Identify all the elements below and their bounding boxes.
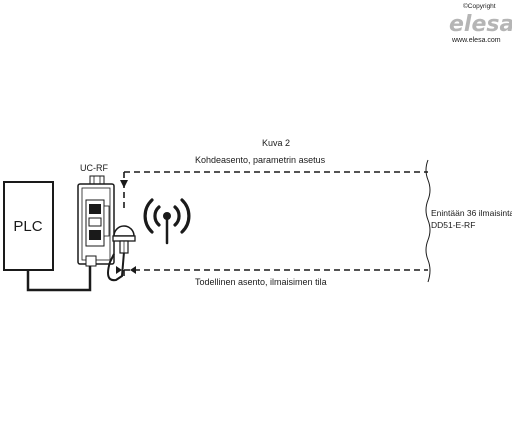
- bus-arrow-down-icon: [120, 180, 128, 188]
- plc-cable: [26, 266, 92, 292]
- brand-url-text: www.elesa.com: [451, 37, 501, 44]
- bus-arrow-left-icon: [116, 266, 122, 274]
- break-line: [425, 159, 431, 283]
- elesa-watermark: ©Copyright elesa www.elesa.com: [449, 2, 512, 44]
- antenna-icon: [112, 225, 136, 254]
- device-3: [352, 171, 398, 270]
- bus-top-label: Kohdeasento, parametrin asetus: [195, 155, 326, 165]
- copyright-text: ©Copyright: [463, 2, 496, 10]
- devices-note-line1: Enintään 36 ilmaisinta: [431, 208, 512, 218]
- plc-box: PLC: [3, 181, 54, 271]
- wireless-signal-icon: [143, 198, 191, 245]
- antenna-cable: [107, 251, 125, 282]
- bus-bottom-label: Todellinen asento, ilmaisimen tila: [195, 277, 327, 287]
- device-2: [284, 171, 330, 270]
- communication-bus: [123, 171, 428, 276]
- uc-rf-unit: UC-RF: [77, 163, 115, 267]
- figure-caption: Kuva 2: [262, 138, 290, 148]
- brand-logo-text: elesa: [449, 12, 512, 37]
- device-1: [205, 171, 251, 270]
- plc-label: PLC: [13, 218, 42, 235]
- devices-note-line2: DD51-E-RF: [431, 220, 475, 230]
- bus-return-arrow-icon: [130, 266, 136, 274]
- uc-rf-label: UC-RF: [80, 163, 108, 173]
